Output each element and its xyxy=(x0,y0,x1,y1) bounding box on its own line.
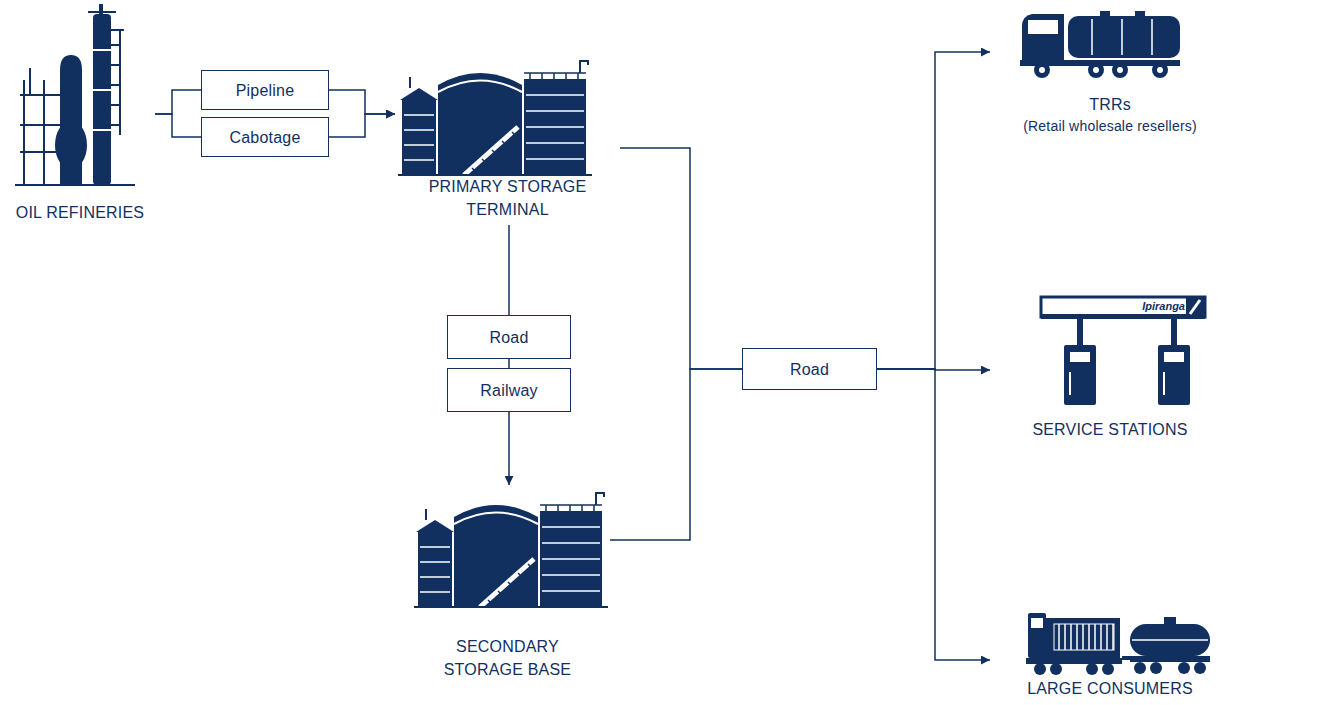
secondary-tank-icon xyxy=(414,493,608,607)
truck-icon-part xyxy=(1157,67,1163,73)
truck-icon-part xyxy=(1117,67,1123,73)
transport-box: Pipeline xyxy=(201,70,329,110)
refinery-icon-part xyxy=(15,184,135,186)
train-icon-part xyxy=(1028,613,1046,658)
service-station-icon-part xyxy=(1158,345,1190,405)
storage-node: PRIMARY STORAGE TERMINAL xyxy=(395,55,620,225)
customer-node: LARGE CONSUMERS xyxy=(990,605,1230,704)
customer-node: TRRs(Retail wholesale resellers) xyxy=(990,0,1230,140)
node-label: SERVICE STATIONS xyxy=(1032,418,1187,441)
flow-line xyxy=(620,148,742,369)
service-station-icon-part xyxy=(1077,319,1083,345)
primary-tank-icon xyxy=(398,61,592,175)
train-icon-part xyxy=(1178,662,1190,674)
truck-icon-part xyxy=(1152,62,1168,78)
train-icon-part xyxy=(1150,662,1162,674)
service-station-icon-part xyxy=(1171,319,1177,345)
train-icon-part xyxy=(1044,618,1120,658)
refinery-icon-part xyxy=(93,14,111,185)
truck-icon-part xyxy=(1100,11,1110,17)
transport-box: Road xyxy=(742,348,877,390)
service-station-icon-part xyxy=(1164,352,1184,362)
flow-arrow xyxy=(508,412,510,485)
customer-node: SERVICE STATIONS xyxy=(990,290,1230,445)
service-station-icon xyxy=(1041,297,1205,405)
truck-icon-part xyxy=(1112,62,1128,78)
brand-logo-text: Ipiranga xyxy=(1137,299,1185,313)
box-label: Road xyxy=(489,326,528,349)
flow-line xyxy=(155,90,201,114)
train-icon-part xyxy=(1034,663,1046,675)
truck-icon-part xyxy=(1028,20,1058,34)
box-label: Railway xyxy=(480,379,537,402)
node-label: LARGE CONSUMERS xyxy=(1027,677,1193,700)
refinery-icon-part xyxy=(20,68,60,185)
service-station-icon-part xyxy=(1186,297,1205,317)
flow-arrow xyxy=(329,90,395,114)
train-icon-part xyxy=(1132,639,1208,641)
node-label: (Retail wholesale resellers) xyxy=(1023,116,1197,136)
node-label: SECONDARY STORAGE BASE xyxy=(438,635,578,681)
train-icon-part xyxy=(1130,656,1210,662)
box-label: Cabotage xyxy=(230,126,301,149)
transport-box: Cabotage xyxy=(201,117,329,157)
node-label: OIL REFINERIES xyxy=(16,201,144,224)
flow-arrow xyxy=(877,52,990,369)
truck-icon-part xyxy=(1135,11,1145,17)
truck-icon-part xyxy=(1088,62,1104,78)
train-icon xyxy=(1026,613,1210,675)
box-label: Pipeline xyxy=(236,79,295,102)
service-station-icon-part xyxy=(1190,300,1200,314)
transport-box: Road xyxy=(447,315,571,359)
truck-icon-part xyxy=(1022,14,1064,60)
truck-icon-part xyxy=(1039,67,1045,73)
service-station-icon-part xyxy=(1064,345,1096,405)
node-label: PRIMARY STORAGE TERMINAL xyxy=(418,175,598,221)
refinery-icon-part xyxy=(88,11,116,13)
box-label: Road xyxy=(790,358,829,381)
truck-icon-part xyxy=(1068,16,1180,58)
train-icon-part xyxy=(1054,624,1114,650)
refinery-icon xyxy=(15,4,135,185)
flow-line xyxy=(508,359,510,368)
train-icon-part xyxy=(1122,656,1130,660)
refinery-icon-part xyxy=(55,121,87,169)
train-icon-part xyxy=(1130,624,1210,656)
train-icon-part xyxy=(1164,617,1176,626)
node-label: TRRs xyxy=(1089,93,1131,116)
flow-arrow xyxy=(877,369,990,660)
truck-icon-part xyxy=(1092,19,1152,55)
truck-icon-part xyxy=(1034,62,1050,78)
refinery-icon-part xyxy=(93,50,111,130)
train-icon-part xyxy=(1050,663,1062,675)
flow-line xyxy=(508,225,510,315)
service-station-icon-part xyxy=(1041,314,1205,319)
flow-line xyxy=(155,114,201,137)
service-station-icon-part xyxy=(1070,352,1090,362)
service-station-icon-part xyxy=(1070,372,1164,395)
transport-box: Railway xyxy=(447,368,571,412)
truck-icon-part xyxy=(1093,67,1099,73)
refinery-icon-part xyxy=(111,30,124,135)
flow-line xyxy=(610,369,742,540)
train-icon-part xyxy=(1102,663,1114,675)
refinery-node: OIL REFINERIES xyxy=(5,0,155,228)
train-icon-part xyxy=(1134,662,1146,674)
train-icon-part xyxy=(1031,618,1043,628)
flow-arrow xyxy=(329,114,395,137)
truck-icon xyxy=(1020,11,1180,78)
train-icon-part xyxy=(1086,663,1098,675)
train-icon-part xyxy=(1194,662,1206,674)
storage-node: SECONDARY STORAGE BASE xyxy=(405,485,610,685)
